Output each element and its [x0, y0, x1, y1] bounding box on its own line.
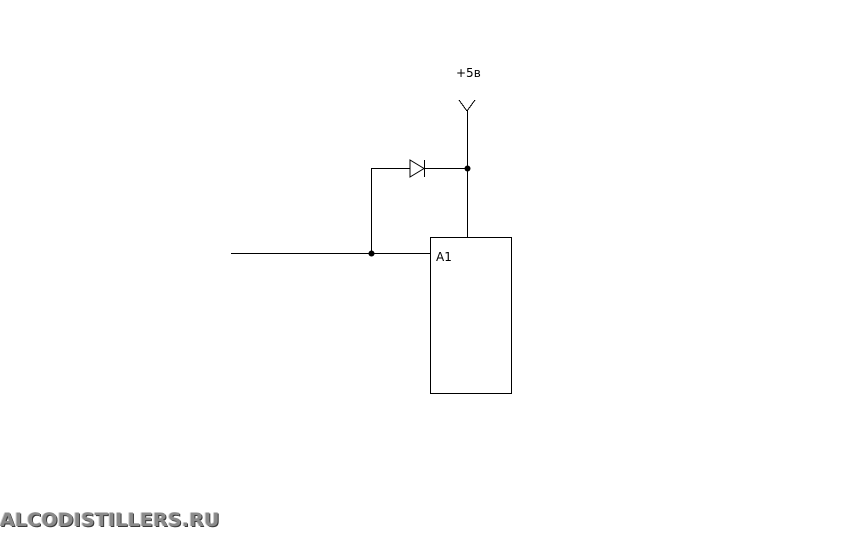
site-watermark: ALCODISTILLERS.RU [0, 509, 220, 531]
diode-symbol [409, 159, 425, 178]
junction-dot-supply [464, 165, 471, 172]
chip-a1-box [430, 237, 512, 394]
power-terminal-symbol [458, 99, 476, 112]
chip-a1-label: A1 [436, 250, 452, 264]
power-supply-label: +5в [456, 66, 481, 80]
junction-dot-input [368, 250, 375, 257]
